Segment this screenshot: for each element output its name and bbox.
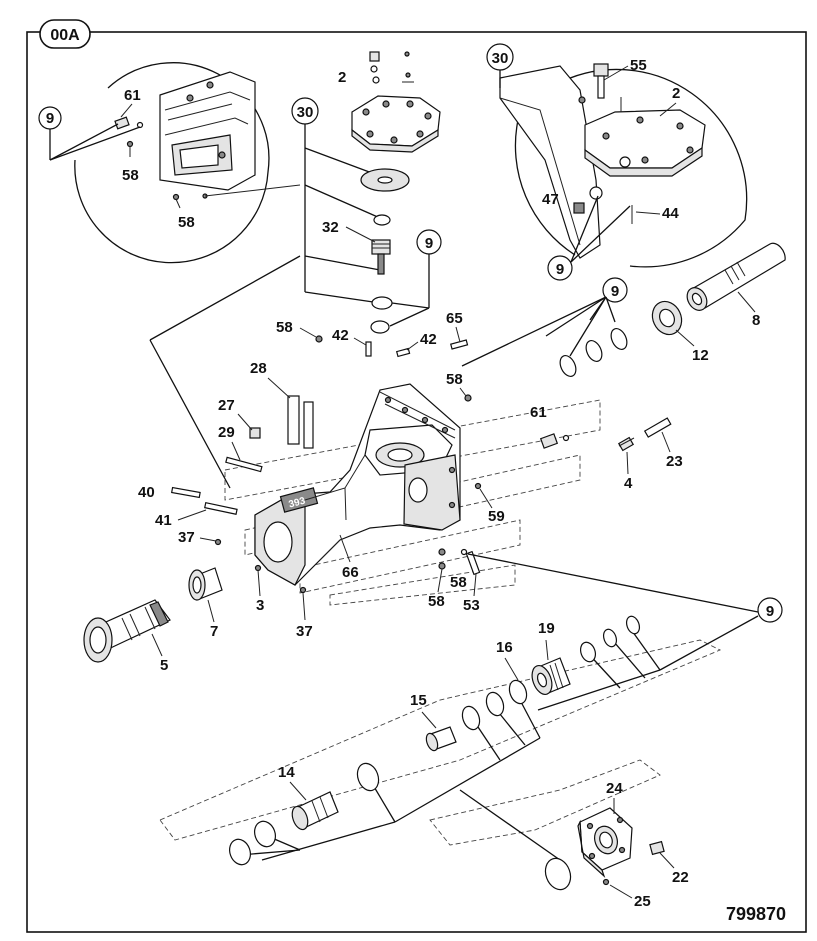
fitting-61 [539, 433, 570, 449]
label-8: 8 [752, 312, 760, 329]
label-58: 58 [428, 593, 445, 610]
label-28: 28 [250, 360, 267, 377]
spring-4 [617, 436, 635, 452]
drawing-number: 799870 [726, 904, 786, 924]
label-24: 24 [606, 780, 623, 797]
label-59: 59 [488, 508, 505, 525]
callout-30-center: 30 [291, 97, 381, 304]
label-61: 61 [530, 404, 547, 421]
bracket-housing-detail [159, 71, 256, 191]
plug-47 [573, 202, 585, 214]
spool-14 [291, 791, 339, 831]
small-hardware-upper [315, 335, 472, 402]
label-58: 58 [122, 167, 139, 184]
o-rings-lower [229, 615, 641, 891]
callout-9-upper-right: 9 [461, 277, 628, 367]
label-37: 37 [178, 529, 195, 546]
bushing-15 [425, 726, 457, 752]
pins-40-41 [170, 486, 238, 546]
o-ring [371, 296, 393, 310]
label-16: 16 [496, 639, 513, 656]
svg-text:9: 9 [766, 603, 774, 620]
housing-bore [263, 521, 293, 563]
flange-24 [577, 807, 633, 878]
label-65: 65 [446, 310, 463, 327]
cover-plate-top-center [351, 51, 441, 153]
plug-58b-detail [172, 193, 180, 201]
callout-9-center: 9 [389, 229, 442, 327]
o-ring [559, 355, 577, 377]
svg-text:9: 9 [611, 283, 619, 300]
label-37: 37 [296, 623, 313, 640]
sheet-tag: 00A [50, 27, 80, 44]
plug-22 [649, 840, 665, 856]
label-66: 66 [342, 564, 359, 581]
label-5: 5 [160, 657, 168, 674]
label-41: 41 [155, 512, 172, 529]
label-23: 23 [666, 453, 683, 470]
small-hardware-lower [438, 548, 481, 576]
label-58: 58 [276, 319, 293, 336]
plunger-23 [643, 417, 672, 438]
label-55: 55 [630, 57, 647, 74]
label-2: 2 [672, 85, 680, 102]
label-22: 22 [672, 869, 689, 886]
detail-view-left: 9 61 58 58 [38, 62, 301, 264]
label-4: 4 [624, 475, 633, 492]
plug-25 [602, 878, 610, 886]
plug-58-detail [126, 140, 134, 148]
label-61: 61 [124, 87, 141, 104]
washer [373, 214, 391, 226]
label-58: 58 [178, 214, 195, 231]
filter-32 [371, 239, 391, 275]
sleeve-7 [188, 567, 223, 601]
o-ring [610, 328, 628, 350]
svg-text:9: 9 [425, 235, 433, 252]
label-15: 15 [410, 692, 427, 709]
label-47: 47 [542, 191, 559, 208]
o-ring [585, 340, 603, 362]
shaft-8 [686, 242, 786, 311]
label-58: 58 [450, 574, 467, 591]
sheet-frame: 00A [26, 19, 807, 933]
label-32: 32 [322, 219, 339, 236]
label-2: 2 [338, 69, 346, 86]
o-ring [370, 320, 390, 334]
label-12: 12 [692, 347, 709, 364]
callout-9-right-detail: 9 [547, 195, 631, 281]
label-42: 42 [332, 327, 349, 344]
main-housing: 393 [254, 383, 461, 594]
housing-stamp: 393 [288, 496, 307, 511]
label-58: 58 [446, 371, 463, 388]
label-29: 29 [218, 424, 235, 441]
nut-12 [651, 300, 683, 336]
callout-30-right: 30 [486, 43, 514, 88]
ghost-planes [159, 399, 722, 846]
svg-text:9: 9 [556, 261, 564, 278]
svg-text:30: 30 [297, 104, 314, 121]
label-44: 44 [662, 205, 679, 222]
label-25: 25 [634, 893, 651, 910]
plug-59 [474, 482, 482, 490]
label-42: 42 [420, 331, 437, 348]
valve-19 [531, 657, 571, 696]
label-14: 14 [278, 764, 295, 781]
svg-text:9: 9 [46, 110, 54, 127]
label-27: 27 [218, 397, 235, 414]
fitting-47 [589, 186, 603, 200]
detail-view-right [499, 63, 748, 268]
label-7: 7 [210, 623, 218, 640]
label-53: 53 [463, 597, 480, 614]
label-19: 19 [538, 620, 555, 637]
label-40: 40 [138, 484, 155, 501]
bars-28 [225, 395, 314, 473]
fitting-61-detail [114, 116, 144, 130]
svg-text:30: 30 [492, 50, 509, 67]
spool-5 [83, 599, 171, 663]
label-3: 3 [256, 597, 264, 614]
